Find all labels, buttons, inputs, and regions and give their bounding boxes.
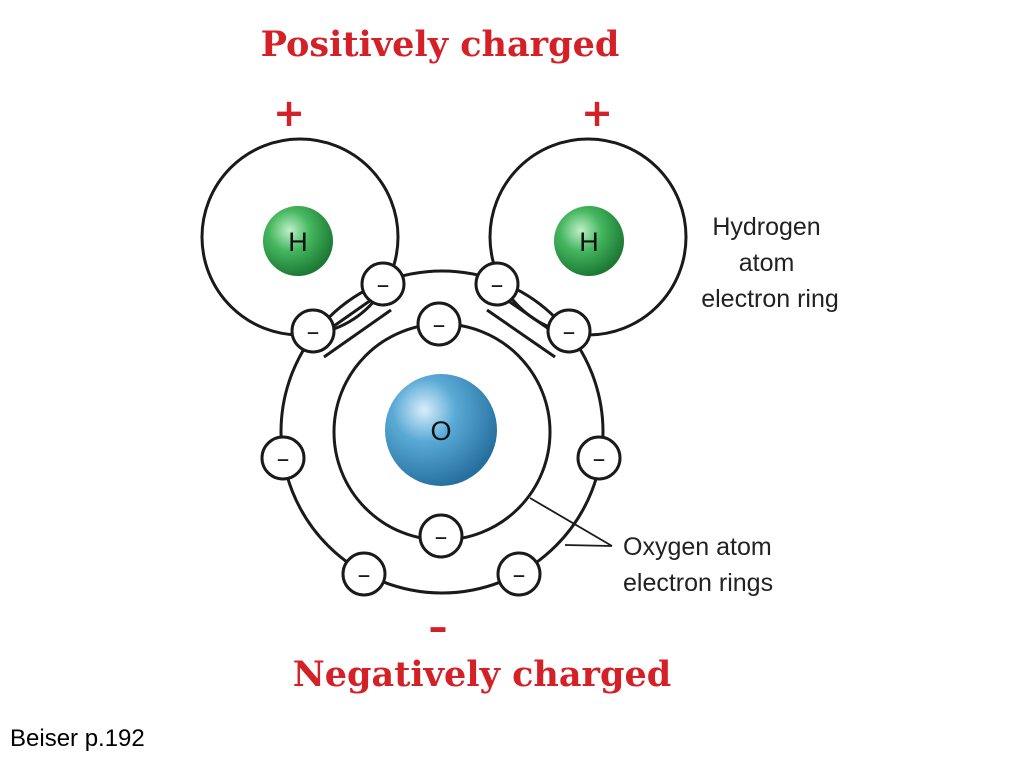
electron-sign: – [377,270,390,300]
hydrogen-nucleus-left [263,206,333,276]
hydrogen-label-line-3: electron ring [701,285,839,313]
title-positively-charged: Positively charged [261,24,620,65]
negative-sign: – [429,605,448,649]
electron-sign: – [277,444,290,474]
oxygen-label-line-2: electron rings [623,569,773,597]
electron-sign: – [491,270,504,300]
electron-sign: – [307,317,320,347]
positive-sign-right: + [581,91,613,135]
oxygen-label: Oxygen atom electron rings [623,533,779,597]
electron: – [416,301,462,347]
electron: – [546,308,592,354]
oxygen-label-line-1: Oxygen atom [623,533,772,561]
bond-band-right-inner [486,308,556,359]
oxygen-leader-inner [529,497,613,547]
electron-sign: – [433,310,446,340]
positive-sign-left: + [273,91,305,135]
electron: – [341,551,387,597]
oxygen-letter: O [430,416,451,446]
electron-sign: – [435,522,448,552]
oxygen-nucleus [385,374,497,486]
electron: – [290,308,336,354]
hydrogen-letter-left: H [288,227,308,257]
hydrogen-label: Hydrogen atom electron ring [701,213,839,313]
electron-sign: – [593,444,606,474]
electron-sign: – [358,560,371,590]
hydrogen-label-line-1: Hydrogen [712,213,820,241]
electron: – [474,261,520,307]
source-caption: Beiser p.192 [10,725,145,752]
electron: – [496,551,542,597]
oxygen-leader-outer [564,544,613,547]
title-negatively-charged: Negatively charged [293,654,671,695]
electron: – [360,261,406,307]
electron-sign: – [563,317,576,347]
electron: – [260,435,306,481]
electron: – [576,435,622,481]
oxygen-outer-ring [279,269,605,595]
hydrogen-letter-right: H [579,227,599,257]
hydrogen-nucleus-right [554,206,624,276]
hydrogen-label-line-2: atom [739,249,795,277]
bond-band-left-inner [323,308,392,359]
electron: – [418,513,464,559]
electron-sign: – [513,560,526,590]
